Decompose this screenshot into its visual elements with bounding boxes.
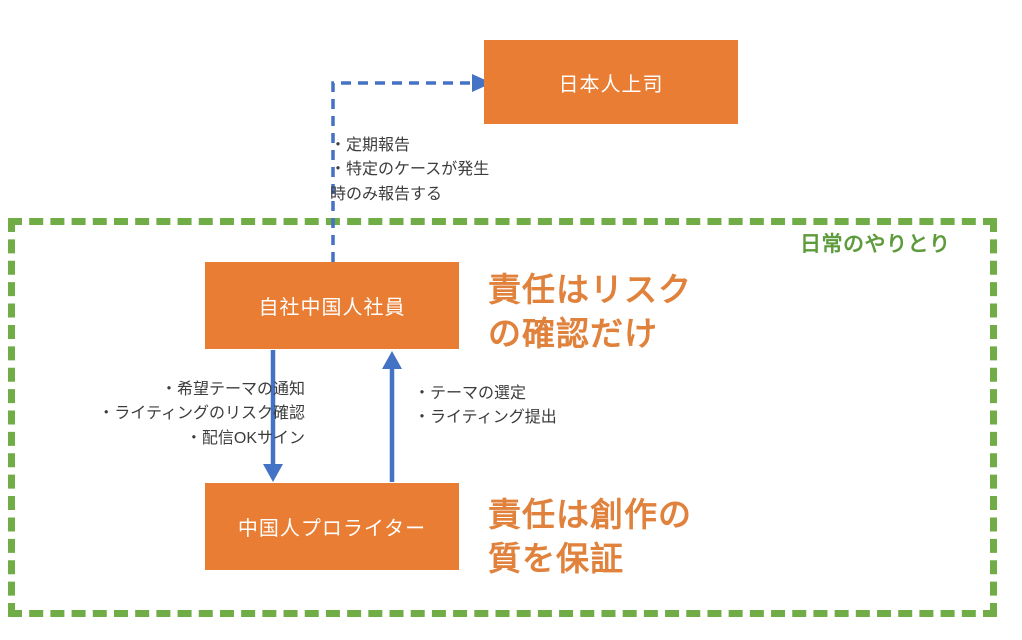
- annotation-staff-to-writer: ・希望テーマの通知 ・ライティングのリスク確認 ・配信OKサイン: [98, 381, 305, 447]
- daily-interaction-region: [8, 218, 997, 617]
- annotation-writer-to-staff: ・テーマの選定 ・ライティング提出: [414, 385, 557, 427]
- node-label-japanese-boss: 日本人上司: [558, 73, 664, 96]
- callout-quality-guarantee: 責任は創作の 質を保証: [488, 496, 692, 577]
- node-label-chinese-staff: 自社中国人社員: [258, 297, 406, 319]
- daily-interaction-label: 日常のやりとり: [800, 233, 951, 256]
- node-chinese-pro-writer[interactable]: 中国人プロライター: [205, 483, 459, 570]
- arrowhead-to-staff: [382, 351, 402, 369]
- node-label-chinese-pro-writer: 中国人プロライター: [237, 518, 427, 540]
- annotation-reporting: ・定期報告 ・特定のケースが発生 時のみ報告する: [330, 137, 490, 203]
- node-japanese-boss[interactable]: 日本人上司: [484, 40, 738, 124]
- node-chinese-staff[interactable]: 自社中国人社員: [205, 262, 459, 349]
- arrowhead-to-writer: [263, 464, 283, 482]
- arrowhead-to-boss: [472, 74, 492, 92]
- callout-risk-confirmation: 責任はリスク の確認だけ: [488, 271, 692, 352]
